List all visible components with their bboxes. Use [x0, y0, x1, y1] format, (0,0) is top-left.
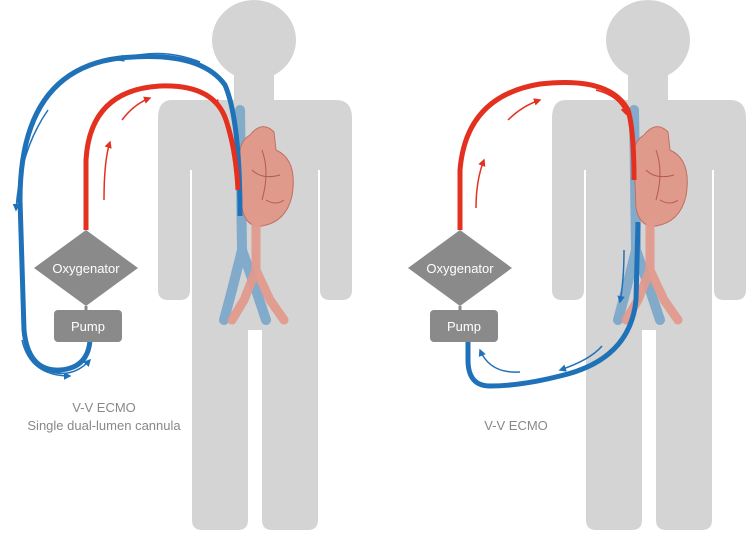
- caption-line1: V-V ECMO: [72, 400, 136, 415]
- red-return-line: [457, 79, 637, 230]
- flow-arrows: [475, 89, 628, 373]
- caption-line2: Single dual-lumen cannula: [27, 418, 181, 433]
- pump-label: Pump: [71, 319, 105, 334]
- flow-arrows: [12, 52, 219, 380]
- blue-drain-line: [465, 221, 641, 389]
- oxygenator: Oxygenator: [34, 230, 138, 306]
- oxygenator-label: Oxygenator: [426, 261, 494, 276]
- pump: Pump: [54, 310, 122, 342]
- panel-two-cannula: Oxygenator Pump V-V ECMO: [408, 0, 746, 530]
- caption-line1: V-V ECMO: [484, 418, 548, 433]
- oxygenator: Oxygenator: [408, 230, 512, 306]
- blue-return-line: [17, 54, 243, 373]
- pump: Pump: [430, 310, 498, 342]
- human-silhouette: [552, 0, 746, 530]
- heart: [227, 126, 294, 325]
- pump-label: Pump: [447, 319, 481, 334]
- human-silhouette: [158, 0, 352, 530]
- panel-single-lumen: Oxygenator Pump V-V ECMO Single dual-lum…: [12, 0, 352, 530]
- oxygenator-label: Oxygenator: [52, 261, 120, 276]
